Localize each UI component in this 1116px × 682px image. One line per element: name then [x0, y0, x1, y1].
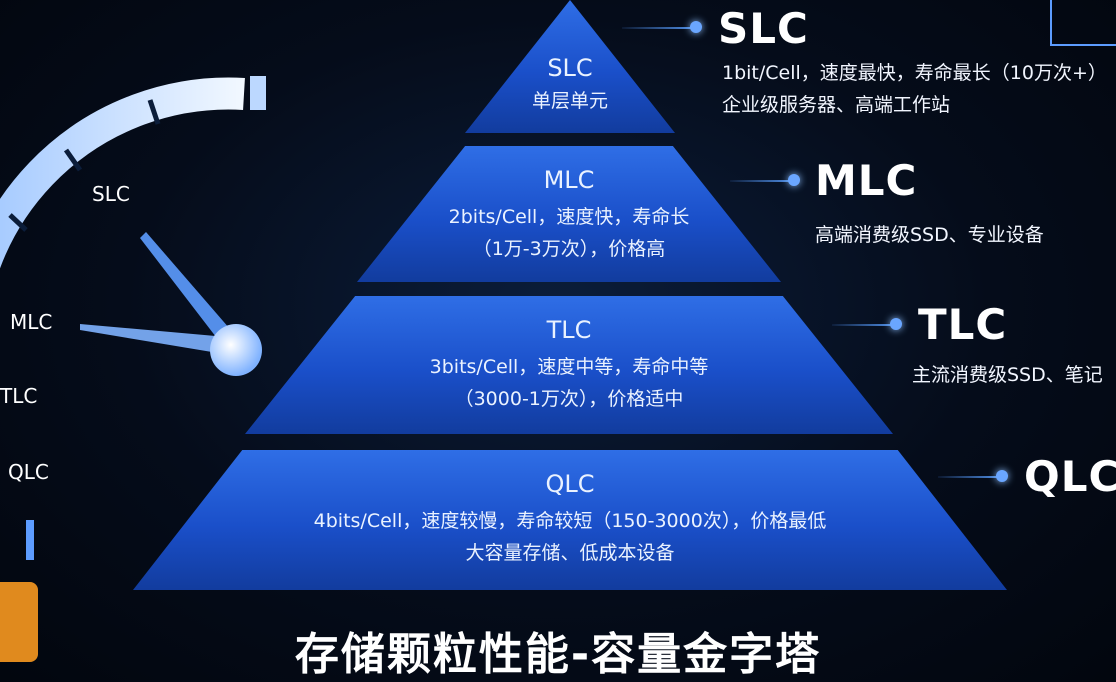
layer-desc: 4bits/Cell，速度较慢，寿命较短（150-3000次），价格最低 — [313, 510, 827, 532]
gauge-label-mlc: MLC — [10, 310, 53, 334]
right-label-slc: SLC — [718, 4, 809, 53]
layer-name: SLC — [547, 54, 593, 82]
gauge-label-qlc: QLC — [8, 460, 49, 484]
gauge-label-slc: SLC — [92, 182, 130, 206]
gauge-needle-1 — [140, 232, 236, 350]
pyramid-layer-tlc: TLC 3bits/Cell，速度中等，寿命中等 （3000-1万次），价格适中 — [245, 296, 893, 434]
gauge-tick-top — [250, 76, 266, 110]
speed-gauge — [0, 76, 266, 560]
connector-slc — [622, 27, 694, 29]
connector-dot-qlc — [996, 470, 1008, 482]
layer-name: TLC — [546, 316, 592, 344]
pyramid-layer-slc: SLC 单层单元 — [465, 0, 675, 133]
right-desc-slc-2: 企业级服务器、高端工作站 — [722, 94, 951, 116]
connector-qlc — [938, 476, 1000, 478]
page-title: 存储颗粒性能-容量金字塔 — [294, 629, 822, 680]
layer-name: MLC — [543, 166, 595, 194]
gauge-needle-2 — [80, 324, 238, 356]
connector-dot-mlc — [788, 174, 800, 186]
gauge-arc — [0, 77, 245, 269]
right-label-qlc: QLC — [1024, 452, 1116, 501]
layer-name: QLC — [545, 470, 595, 498]
connector-dot-slc — [690, 21, 702, 33]
gauge-label-tlc: TLC — [0, 384, 38, 408]
right-desc-mlc-1: 高端消费级SSD、专业设备 — [815, 224, 1044, 246]
right-desc-tlc-1: 主流消费级SSD、笔记 — [912, 364, 1103, 386]
pyramid-layer-mlc: MLC 2bits/Cell，速度快，寿命长 （1万-3万次），价格高 — [357, 146, 781, 282]
connector-dot-tlc — [890, 318, 902, 330]
layer-desc: （3000-1万次），价格适中 — [454, 388, 684, 410]
layer-desc: 大容量存储、低成本设备 — [465, 542, 675, 564]
pyramid-layer-qlc: QLC 4bits/Cell，速度较慢，寿命较短（150-3000次），价格最低… — [133, 450, 1007, 590]
gauge-hub — [210, 324, 262, 376]
right-desc-slc-1: 1bit/Cell，速度最快，寿命最长（10万次+） — [722, 62, 1107, 84]
layer-desc: 2bits/Cell，速度快，寿命长 — [448, 206, 690, 228]
layer-desc: 单层单元 — [531, 90, 608, 112]
layer-desc: 3bits/Cell，速度中等，寿命中等 — [429, 356, 709, 378]
right-label-mlc: MLC — [815, 156, 918, 205]
layer-desc: （1万-3万次），价格高 — [472, 238, 666, 260]
watermark-logo — [0, 582, 38, 662]
corner-chart-icon — [1050, 0, 1116, 46]
right-label-tlc: TLC — [918, 300, 1008, 349]
connector-tlc — [832, 324, 894, 326]
connector-mlc — [730, 180, 792, 182]
